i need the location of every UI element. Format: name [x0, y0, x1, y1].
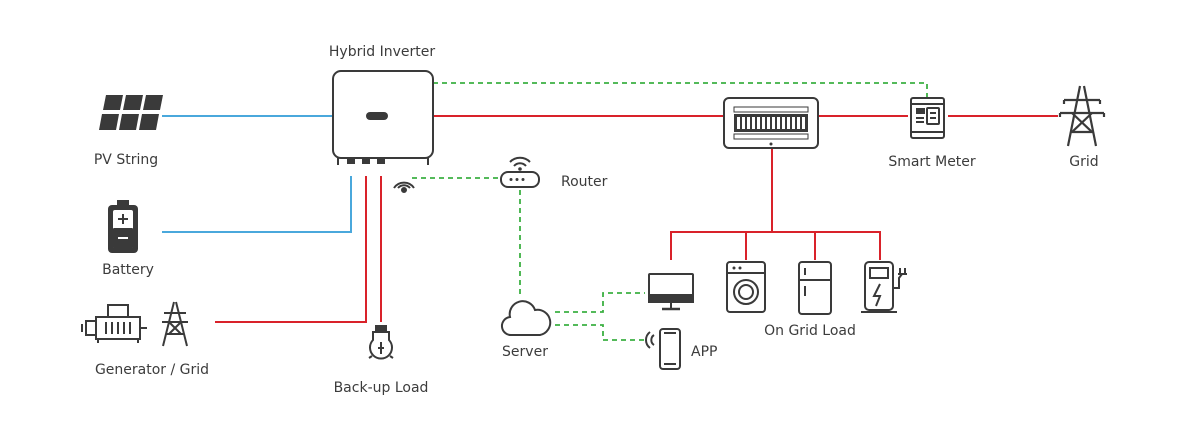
label-app: APP [691, 344, 718, 360]
generator-line [215, 176, 367, 323]
washer-icon [726, 261, 766, 313]
dc-lines [162, 115, 352, 233]
comm-lines [412, 82, 928, 341]
label-backup-load: Back-up Load [333, 380, 429, 396]
phone-icon [645, 328, 681, 370]
label-on-grid-load: On Grid Load [764, 323, 856, 339]
label-grid: Grid [1069, 154, 1099, 170]
label-smart-meter: Smart Meter [888, 154, 976, 170]
pv-panel-icon [99, 95, 163, 130]
load-bus-line [670, 231, 881, 260]
distribution-box-icon [723, 97, 819, 149]
inverter-to-meter-comm-line [433, 82, 928, 98]
label-generator-grid: Generator / Grid [94, 362, 210, 378]
fridge-icon [798, 261, 832, 315]
wifi-icon [393, 181, 415, 193]
label-hybrid-inverter: Hybrid Inverter [328, 44, 436, 60]
generator-icon [81, 304, 147, 343]
server-to-monitor-comm-line [555, 292, 645, 313]
label-pv-string: PV String [93, 152, 159, 168]
label-server: Server [502, 344, 548, 360]
label-battery: Battery [102, 262, 154, 278]
monitor-icon [648, 273, 694, 311]
smart-meter-icon [910, 97, 945, 139]
pylon-icon [162, 301, 188, 347]
server-to-app-comm-line [555, 324, 645, 341]
label-router: Router [561, 174, 608, 190]
battery-icon [108, 200, 138, 253]
ac-lines [215, 115, 1058, 323]
inverter-icon [332, 70, 434, 165]
grid-pylon-icon [1058, 85, 1106, 147]
ev-charger-icon [861, 261, 907, 313]
battery-line [162, 176, 352, 233]
router-icon [500, 156, 540, 188]
cloud-icon [501, 300, 552, 337]
bulb-icon [368, 325, 394, 360]
